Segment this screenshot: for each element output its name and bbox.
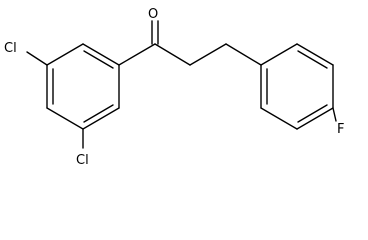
ring-double-bond xyxy=(297,50,328,69)
ring-double-bond xyxy=(297,104,328,123)
ring-bond xyxy=(82,107,120,130)
fluorine-label: F xyxy=(337,122,344,137)
ring-double-bond xyxy=(83,50,114,69)
fluorine-bond xyxy=(332,107,337,122)
chlorine-top-bond xyxy=(26,51,48,66)
ring-bond xyxy=(46,43,84,66)
ring-double-bond xyxy=(83,104,114,123)
ring-to-carbonyl-bond xyxy=(118,43,156,66)
fluorophenyl-ring xyxy=(260,43,334,130)
chain-bond xyxy=(154,43,191,66)
ring-bond xyxy=(260,107,298,130)
chain-to-ring-bond xyxy=(225,43,262,66)
ring-bond xyxy=(260,43,298,66)
chlorine-top-label: Cl xyxy=(4,41,17,56)
chlorine-bottom-label: Cl xyxy=(76,153,89,168)
chain-bond xyxy=(189,43,227,66)
ring-bond xyxy=(296,43,334,66)
oxygen-label: O xyxy=(148,7,158,22)
ring-bond xyxy=(46,107,84,130)
ring-bond xyxy=(296,107,334,130)
ring-bond xyxy=(82,43,120,66)
chemical-structure: Cl Cl O F xyxy=(4,7,344,168)
dichlorophenyl-ring xyxy=(46,43,120,130)
